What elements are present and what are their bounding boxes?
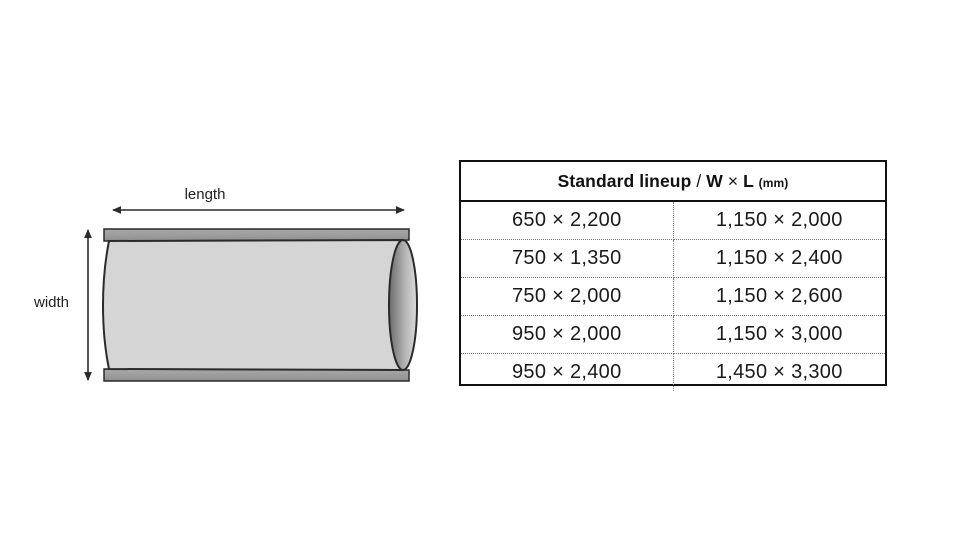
table-header-separator: / — [696, 170, 702, 191]
table-row: 950 × 2,000 1,150 × 3,000 — [461, 315, 885, 354]
table-header-unit: (mm) — [758, 175, 789, 190]
table-header-row: Standard lineup / W × L (mm) — [461, 162, 885, 202]
size-cell-left: 950 × 2,400 — [461, 353, 674, 391]
size-cell-right: 1,450 × 3,300 — [715, 361, 843, 383]
table-body: 650 × 2,200 1,150 × 2,000 750 × 1,350 1,… — [461, 200, 885, 391]
size-cell-right: 1,150 × 2,400 — [673, 239, 885, 278]
cylinder-end-cap — [388, 239, 418, 371]
cylinder-body — [102, 239, 403, 371]
product-dimension-diagram: length width — [0, 0, 450, 540]
table-header-cell: Standard lineup / W × L (mm) — [461, 162, 885, 202]
size-cell-right: 1,150 × 2,600 — [673, 277, 885, 316]
size-cell-left: 750 × 2,000 — [461, 277, 674, 316]
table-row: 750 × 1,350 1,150 × 2,400 — [461, 239, 885, 278]
standard-lineup-table: Standard lineup / W × L (mm) 650 × 2,200… — [461, 162, 885, 391]
cylinder-diagram-svg — [84, 206, 418, 382]
table-header-spec-l: L — [743, 170, 754, 191]
standard-lineup-table-container: Standard lineup / W × L (mm) 650 × 2,200… — [459, 160, 887, 391]
table-row: 750 × 2,000 1,150 × 2,600 — [461, 277, 885, 316]
table-row: 950 × 2,400 1,450 × 3,300 — [461, 353, 885, 391]
table-header-times-symbol: × — [727, 170, 739, 191]
size-cell-right: 1,150 × 3,000 — [673, 315, 885, 354]
size-cell-left: 750 × 1,350 — [461, 239, 674, 278]
width-dimension-label: width — [34, 294, 70, 311]
table-header-spec-w: W — [706, 170, 723, 191]
size-cell-right: 1,150 × 2,000 — [673, 200, 885, 240]
table-row: 650 × 2,200 1,150 × 2,000 — [461, 200, 885, 240]
length-dimension-label: length — [184, 186, 226, 203]
table-header-title: Standard lineup — [557, 170, 692, 191]
size-cell-left: 650 × 2,200 — [461, 200, 674, 240]
table-header: Standard lineup / W × L (mm) — [461, 162, 885, 202]
cylinder-top-edge-strip — [103, 228, 410, 242]
size-cell-left: 950 × 2,000 — [461, 315, 674, 354]
